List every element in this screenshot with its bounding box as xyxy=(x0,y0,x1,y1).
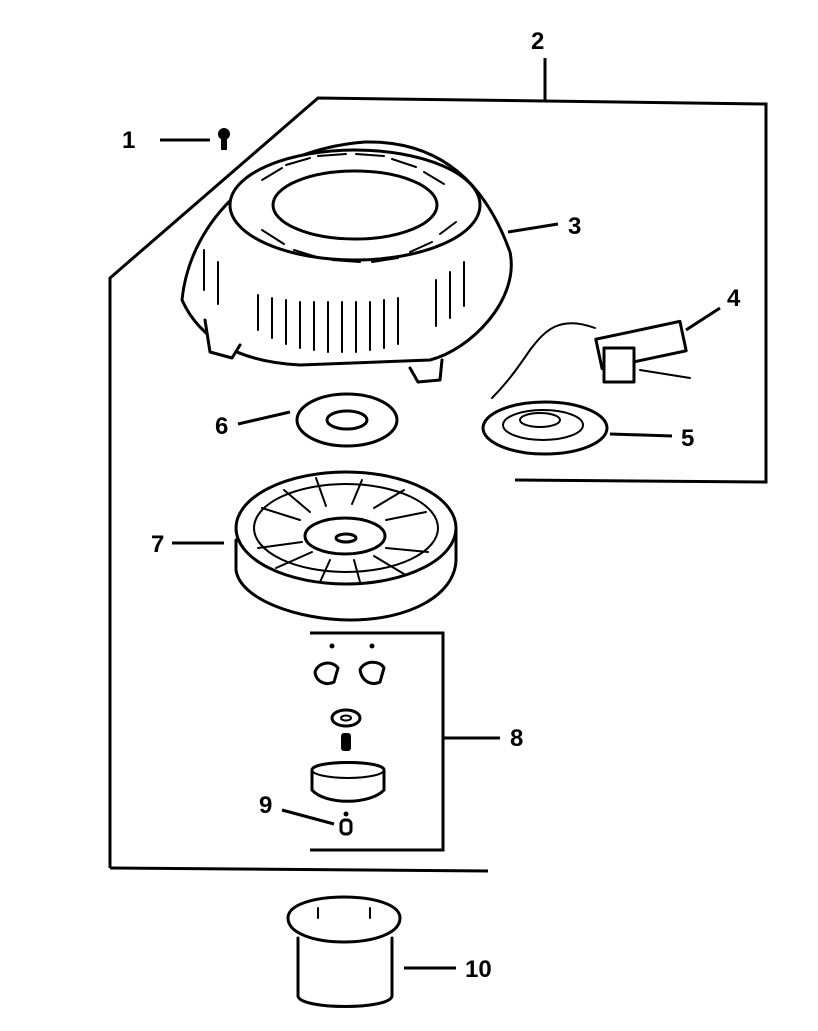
screw-icon xyxy=(160,128,230,150)
spring-retainer-icon xyxy=(237,392,399,448)
callout-4: 4 xyxy=(727,285,741,312)
callout-2: 2 xyxy=(531,28,544,55)
starter-cup-icon xyxy=(286,895,456,1008)
callout-7: 7 xyxy=(151,531,164,558)
recoil-spring-icon xyxy=(481,400,673,456)
callout-3: 3 xyxy=(568,213,581,240)
rope-pulley-icon xyxy=(172,470,458,622)
ratchet-screw-icon xyxy=(281,808,353,836)
callout-6: 6 xyxy=(215,413,228,440)
callout-10: 10 xyxy=(465,956,492,983)
assembly-bracket-8 xyxy=(310,631,500,852)
starter-handle-icon xyxy=(491,306,721,399)
assembly-bracket-2 xyxy=(108,58,768,873)
callout-1: 1 xyxy=(122,127,135,154)
callout-9: 9 xyxy=(259,792,272,819)
ratchet-kit-icon xyxy=(310,643,386,803)
starter-housing-icon xyxy=(180,140,559,384)
callout-8: 8 xyxy=(510,725,523,752)
callout-5: 5 xyxy=(681,425,694,452)
